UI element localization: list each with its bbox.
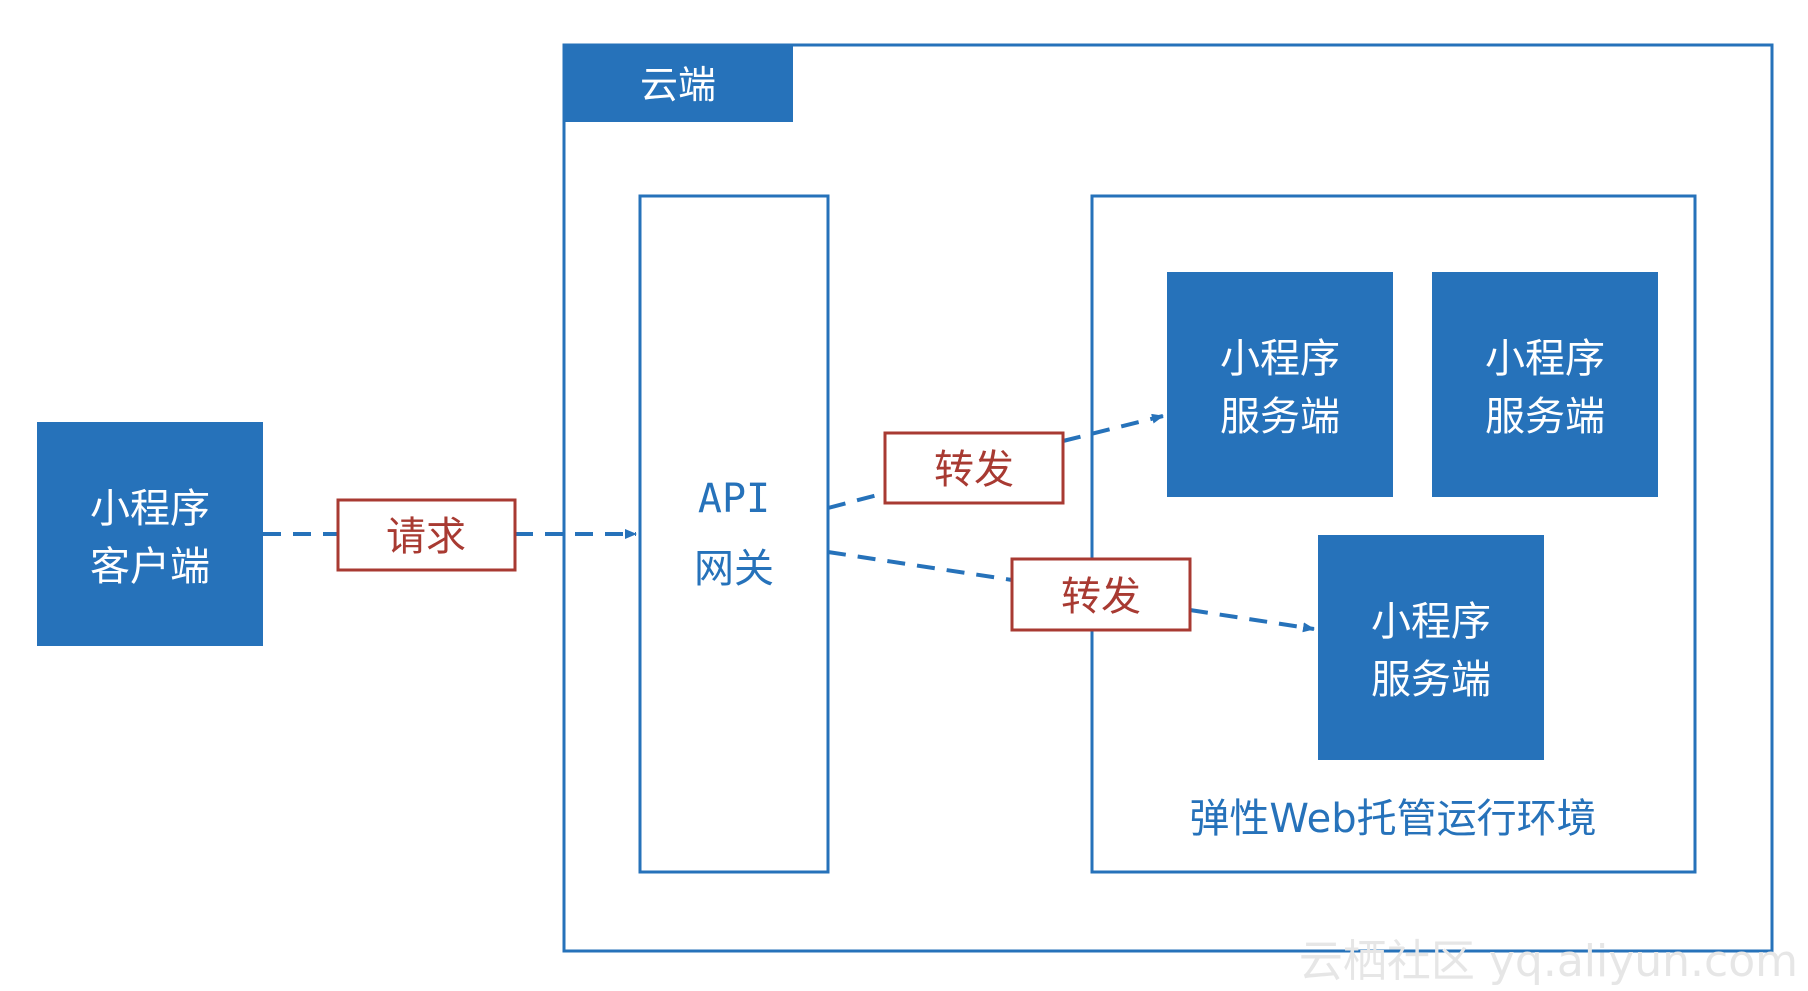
forward-label-1-box [883, 431, 1065, 505]
watermark-text: 云栖社区 yq.aliyun.com [1299, 936, 1798, 987]
forward-connector-1-left [827, 491, 886, 510]
miniprogram-client-label-line2: 客户端 [90, 544, 210, 590]
request-label: 请求 [386, 514, 466, 560]
api-gateway-label-line1: API [698, 476, 770, 522]
forward-label-2-box [1010, 557, 1192, 632]
forward-label-2: 转发 [1061, 574, 1141, 620]
miniprogram-server-3-label-line1: 小程序 [1371, 599, 1491, 645]
api-gateway-box [638, 194, 830, 874]
cloud-tab [564, 45, 793, 122]
miniprogram-client-box [37, 422, 263, 646]
miniprogram-server-2-label-line1: 小程序 [1485, 336, 1605, 382]
request-label-box [336, 498, 517, 572]
miniprogram-server-box-3 [1318, 535, 1544, 760]
forward-label-1: 转发 [934, 447, 1014, 493]
forward-connector-1-right [1062, 413, 1164, 443]
miniprogram-server-box-1 [1167, 272, 1393, 497]
cloud-tab-label: 云端 [640, 63, 716, 107]
forward-connector-2-right [1189, 608, 1315, 633]
web-hosting-env-label: 弹性Web托管运行环境 [1189, 796, 1596, 842]
web-hosting-env-box [1090, 194, 1697, 874]
miniprogram-server-box-2 [1432, 272, 1658, 497]
miniprogram-server-1-label-line2: 服务端 [1220, 394, 1340, 440]
miniprogram-server-1-label-line1: 小程序 [1220, 336, 1340, 382]
miniprogram-client-label-line1: 小程序 [90, 486, 210, 532]
api-gateway-label-line2: 网关 [694, 546, 774, 592]
miniprogram-server-2-label-line2: 服务端 [1485, 394, 1605, 440]
forward-connector-2-left [827, 550, 1013, 582]
cloud-container [562, 43, 1774, 953]
miniprogram-server-3-label-line2: 服务端 [1371, 657, 1491, 703]
